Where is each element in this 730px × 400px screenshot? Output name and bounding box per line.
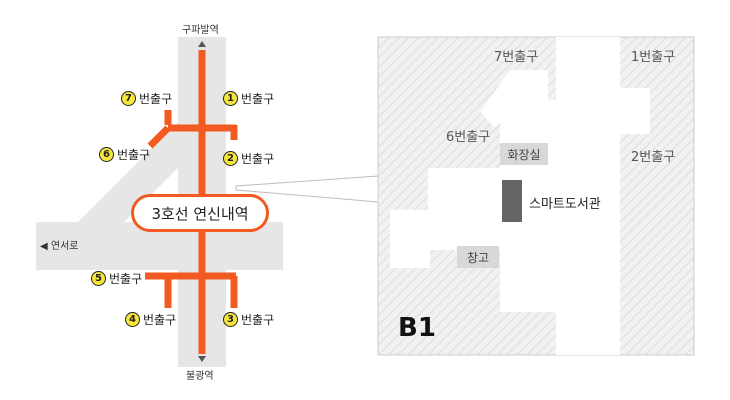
exit-1[interactable]: 1 번출구	[223, 90, 274, 107]
floor-exit-7-label: 7번출구	[494, 50, 539, 65]
exit-label: 번출구	[241, 313, 275, 327]
floor-level-label: B1	[398, 313, 436, 343]
exit-number-badge: 4	[125, 312, 140, 327]
subway-line	[145, 50, 238, 354]
south-station-label: 불광역	[186, 371, 214, 382]
storage-box: 창고	[457, 246, 499, 268]
exit-number-badge: 5	[91, 271, 106, 286]
exit-4[interactable]: 4 번출구	[125, 311, 176, 328]
floor-exit-6-label: 6번출구	[446, 130, 491, 145]
west-road-label: ◀ 연서로	[40, 241, 79, 252]
exit-6[interactable]: 6 번출구	[99, 146, 150, 163]
north-arrow-icon	[198, 41, 206, 47]
exit-label: 번출구	[139, 92, 173, 106]
smart-library-label: 스마트도서관	[529, 197, 601, 212]
exit-number-badge: 6	[99, 147, 114, 162]
smart-library-kiosk	[502, 180, 522, 222]
floor-exit-1-label: 1번출구	[631, 50, 676, 65]
exit-label: 번출구	[109, 272, 143, 286]
station-name-label[interactable]: 3호선 연신내역	[131, 194, 269, 232]
exit-3[interactable]: 3 번출구	[223, 311, 274, 328]
exit-label: 번출구	[143, 313, 177, 327]
exit-number-badge: 2	[223, 151, 238, 166]
exit-number-badge: 7	[121, 91, 136, 106]
restroom-box: 화장실	[500, 143, 548, 165]
exit-5[interactable]: 5 번출구	[91, 270, 142, 287]
exit-label: 번출구	[241, 92, 275, 106]
exit-label: 번출구	[117, 148, 151, 162]
exit-label: 번출구	[241, 152, 275, 166]
exit-7[interactable]: 7 번출구	[121, 90, 172, 107]
exit-number-badge: 3	[223, 312, 238, 327]
floor-plan-interior	[390, 37, 650, 355]
south-arrow-icon	[198, 356, 206, 362]
exit-number-badge: 1	[223, 91, 238, 106]
floor-exit-2-label: 2번출구	[631, 150, 676, 165]
exit-2[interactable]: 2 번출구	[223, 150, 274, 167]
north-station-label: 구파발역	[182, 25, 219, 36]
